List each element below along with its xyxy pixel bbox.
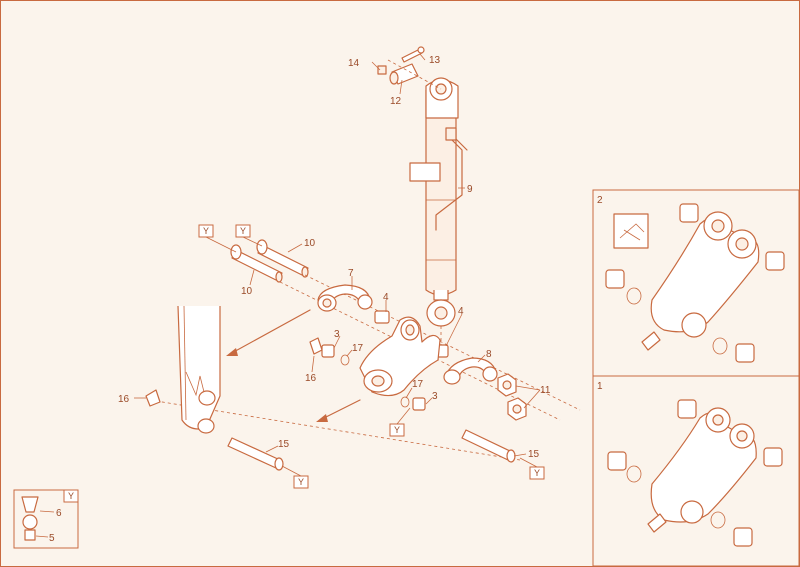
callout-10-lower: 10 (241, 286, 253, 297)
callout-14: 14 (348, 58, 360, 69)
washer-17-upper (340, 354, 350, 366)
callout-9: 9 (467, 184, 473, 195)
bushing-3-lower (412, 397, 426, 411)
boom-arm (177, 305, 221, 434)
y-marker-4: Y (529, 466, 545, 480)
callout-10-upper: 10 (304, 238, 316, 249)
callout-8: 8 (486, 349, 492, 360)
grease-nipple-16-left (145, 389, 161, 407)
legend-y-marker: Y (63, 489, 79, 503)
y-marker-2: Y (235, 224, 251, 238)
svg-text:Y: Y (394, 425, 400, 435)
callout-17-lower: 17 (412, 379, 424, 390)
link-7 (317, 284, 373, 312)
nut-14 (377, 65, 387, 75)
detail-2-assembly (605, 203, 785, 363)
callout-6: 6 (56, 508, 62, 519)
hand-tool-icon (619, 223, 645, 241)
callout-4-upper: 4 (383, 292, 389, 303)
pin-15-right (461, 429, 516, 463)
callout-16-center: 16 (305, 373, 317, 384)
legend-box: Y (13, 489, 79, 549)
grease-tool-box (613, 213, 649, 249)
pin-15-left (227, 437, 284, 471)
detail-panel-1 (592, 375, 800, 567)
leader-lines (134, 53, 541, 457)
callout-3-lower: 3 (432, 391, 438, 402)
detail-1-assembly (607, 399, 783, 547)
callout-5: 5 (49, 533, 55, 544)
callout-13: 13 (429, 55, 441, 66)
callout-16-left: 16 (118, 394, 130, 405)
svg-text:Y: Y (203, 226, 209, 236)
bushing-12 (389, 63, 419, 85)
grease-cup-6 (21, 496, 39, 513)
detail-panel-1-label: 1 (597, 381, 603, 392)
y-marker-1: Y (198, 224, 214, 238)
svg-text:Y: Y (534, 468, 540, 478)
nut-11-lower (507, 397, 527, 421)
bushing-4-upper (374, 310, 390, 324)
svg-text:Y: Y (240, 226, 246, 236)
callout-17-upper: 17 (352, 343, 364, 354)
grease-nipple-16-center (309, 337, 323, 355)
bushing-3-upper (321, 344, 335, 358)
link-8 (443, 357, 498, 385)
direction-arrows (226, 309, 361, 422)
pin-10-upper (256, 239, 309, 278)
y-marker-3: Y (389, 423, 405, 437)
hydraulic-cylinder (409, 77, 468, 327)
detail-panel-2-label: 2 (597, 195, 603, 206)
callout-7: 7 (348, 268, 354, 279)
callout-11: 11 (540, 385, 551, 396)
callout-4-lower: 4 (458, 306, 464, 317)
fitting-ball (22, 514, 38, 530)
callout-15-left: 15 (278, 439, 290, 450)
y-marker-5: Y (293, 475, 309, 489)
fitting-5 (24, 529, 36, 541)
pin-10-lower (230, 244, 283, 283)
svg-text:Y: Y (68, 491, 74, 501)
callout-12: 12 (390, 96, 402, 107)
callout-3-upper: 3 (334, 329, 340, 340)
pin-13 (401, 46, 425, 63)
nut-11-upper (497, 373, 517, 397)
rocker-arm (359, 316, 441, 397)
washer-17-lower (400, 396, 410, 408)
callout-15-right: 15 (528, 449, 540, 460)
svg-text:Y: Y (298, 477, 304, 487)
